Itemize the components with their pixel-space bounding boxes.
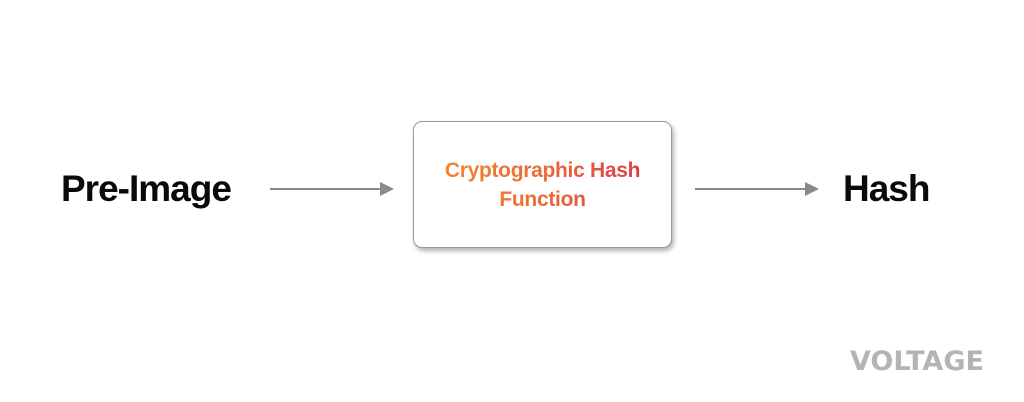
voltage-logo: VOLTAGE <box>850 346 984 377</box>
arrow-right-icon <box>695 182 819 196</box>
hash-label: Hash <box>843 168 930 209</box>
hash-function-label: Cryptographic Hash Function <box>423 156 663 214</box>
pre-image-label: Pre-Image <box>61 168 232 209</box>
hash-function-box: Cryptographic Hash Function <box>413 121 672 248</box>
arrow-right-icon <box>270 182 394 196</box>
